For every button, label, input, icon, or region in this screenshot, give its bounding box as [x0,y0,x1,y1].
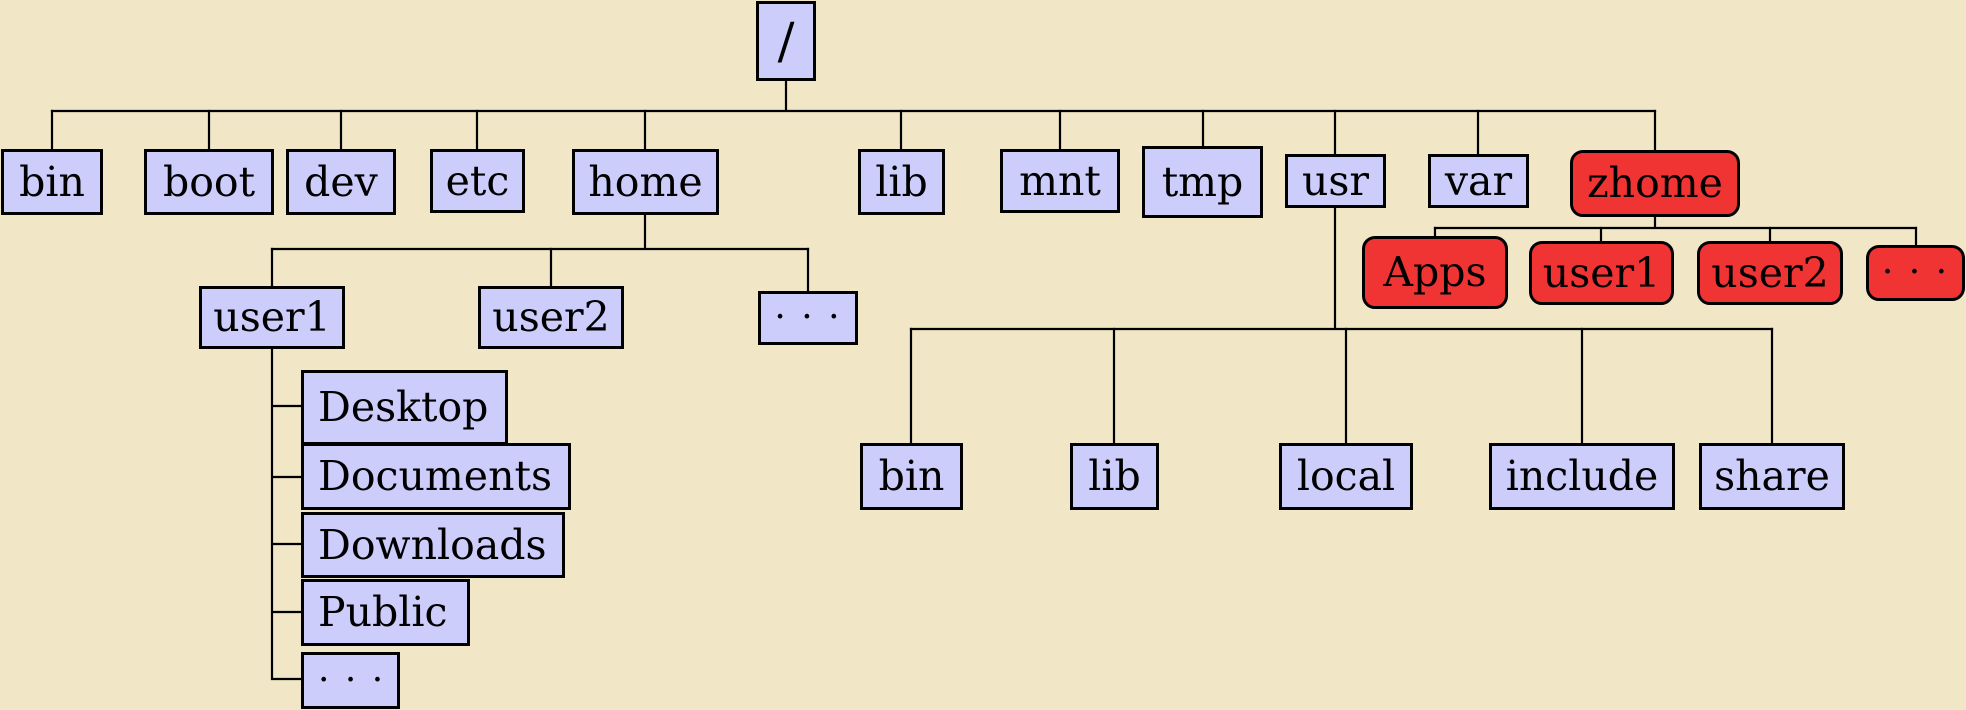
node-boot: boot [144,149,274,215]
node-home-user1: user1 [199,286,345,349]
node-usr-local: local [1279,443,1413,510]
node-downloads: Downloads [301,512,565,578]
edge-zhome-children [1433,226,1918,247]
edge-home-bus [270,213,810,251]
node-user1-more: · · · [301,652,400,709]
node-usr: usr [1285,154,1386,208]
edge-root-children [50,109,1657,156]
node-var: var [1428,154,1529,208]
node-bin: bin [1,149,103,215]
edge-usr-children [909,327,1774,445]
node-zhome-apps: Apps [1362,236,1508,309]
edge-zhome-bus [1433,214,1918,230]
node-zhome-more: · · · [1866,245,1965,301]
node-zhome-user2: user2 [1697,241,1843,305]
node-desktop: Desktop [301,370,508,445]
node-usr-include: include [1489,443,1675,510]
node-tmp: tmp [1142,146,1263,218]
node-usr-bin: bin [860,443,963,510]
node-home-user2: user2 [478,286,624,349]
node-mnt: mnt [1000,149,1120,213]
edge-user1-list [270,346,303,681]
node-public: Public [301,579,470,646]
node-usr-lib: lib [1070,443,1159,510]
node-dev: dev [286,149,396,215]
node-documents: Documents [301,443,571,510]
node-home-more: · · · [758,291,858,345]
node-usr-share: share [1699,443,1845,510]
node-zhome-user1: user1 [1529,241,1674,305]
edge-root-bus [50,78,1657,113]
node-lib: lib [858,149,945,215]
edge-usr-bus [909,205,1774,331]
node-root: / [756,1,816,81]
edge-home-children [270,247,810,293]
node-home: home [572,149,719,215]
node-etc: etc [430,149,525,213]
node-zhome: zhome [1570,150,1740,217]
